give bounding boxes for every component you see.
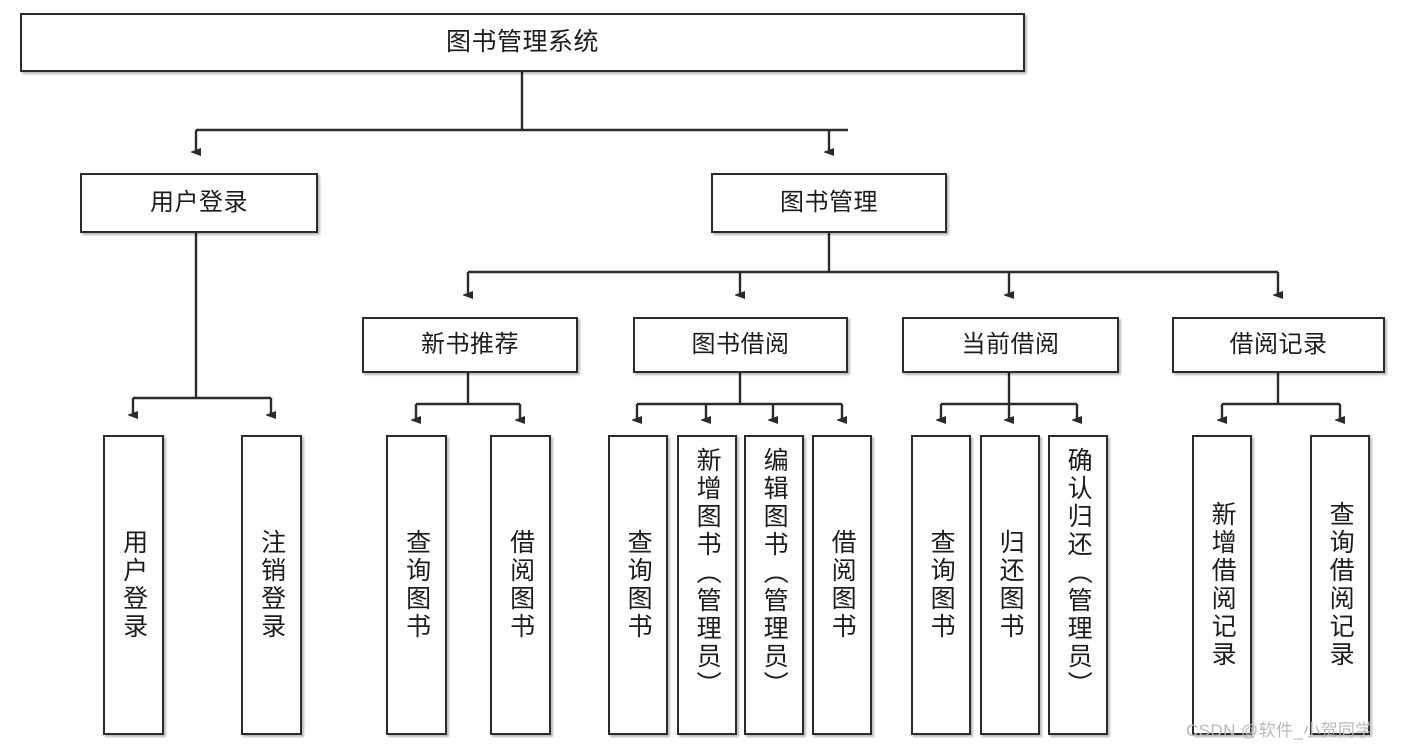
leaf-user-login-login[interactable]: 用户登录 xyxy=(103,435,164,735)
node-label: 确认归还（管理员） xyxy=(1064,447,1093,699)
node-label: 借阅图书 xyxy=(828,529,857,641)
leaf-current-borrow-query-book[interactable]: 查询图书 xyxy=(911,435,971,735)
leaf-current-borrow-return-book[interactable]: 归还图书 xyxy=(980,435,1040,735)
node-label: 图书管理系统 xyxy=(445,28,599,57)
node-label: 借阅图书 xyxy=(506,529,535,641)
node-label: 用户登录 xyxy=(150,189,248,217)
node-book-management[interactable]: 图书管理 xyxy=(711,173,947,233)
leaf-book-borrow-edit-book-admin[interactable]: 编辑图书（管理员） xyxy=(744,435,804,735)
node-book-borrow[interactable]: 图书借阅 xyxy=(633,317,848,373)
node-root-book-management-system[interactable]: 图书管理系统 xyxy=(20,13,1025,72)
node-label: 图书管理 xyxy=(780,189,878,217)
node-current-borrow[interactable]: 当前借阅 xyxy=(902,317,1119,373)
node-label: 查询图书 xyxy=(927,529,956,641)
node-label: 新书推荐 xyxy=(421,331,519,359)
node-label: 编辑图书（管理员） xyxy=(760,447,789,699)
leaf-current-borrow-confirm-return-admin[interactable]: 确认归还（管理员） xyxy=(1048,435,1108,735)
node-user-login[interactable]: 用户登录 xyxy=(80,173,318,233)
leaf-new-book-query-book[interactable]: 查询图书 xyxy=(386,435,447,735)
node-label: 用户登录 xyxy=(119,529,148,641)
node-label: 借阅记录 xyxy=(1229,331,1328,359)
leaf-new-book-borrow-book[interactable]: 借阅图书 xyxy=(490,435,551,735)
node-label: 新增图书（管理员） xyxy=(693,447,722,699)
leaf-book-borrow-query-book[interactable]: 查询图书 xyxy=(608,435,668,735)
leaf-user-login-logout[interactable]: 注销登录 xyxy=(241,435,302,735)
node-label: 当前借阅 xyxy=(961,331,1060,359)
node-new-book-recommend[interactable]: 新书推荐 xyxy=(362,317,578,373)
node-label: 新增借阅记录 xyxy=(1208,501,1237,669)
leaf-borrow-record-add-record[interactable]: 新增借阅记录 xyxy=(1192,435,1252,735)
leaf-borrow-record-query-record[interactable]: 查询借阅记录 xyxy=(1310,435,1370,735)
node-label: 归还图书 xyxy=(996,529,1025,641)
node-label: 查询借阅记录 xyxy=(1326,501,1355,669)
node-label: 注销登录 xyxy=(257,529,286,641)
node-label: 查询图书 xyxy=(402,529,431,641)
node-label: 查询图书 xyxy=(624,529,653,641)
leaf-book-borrow-borrow-book[interactable]: 借阅图书 xyxy=(812,435,872,735)
leaf-book-borrow-add-book-admin[interactable]: 新增图书（管理员） xyxy=(677,435,737,735)
node-borrow-record[interactable]: 借阅记录 xyxy=(1172,317,1385,373)
csdn-watermark: CSDN @软件_小贺同学 xyxy=(1186,721,1373,740)
node-label: 图书借阅 xyxy=(691,331,790,359)
